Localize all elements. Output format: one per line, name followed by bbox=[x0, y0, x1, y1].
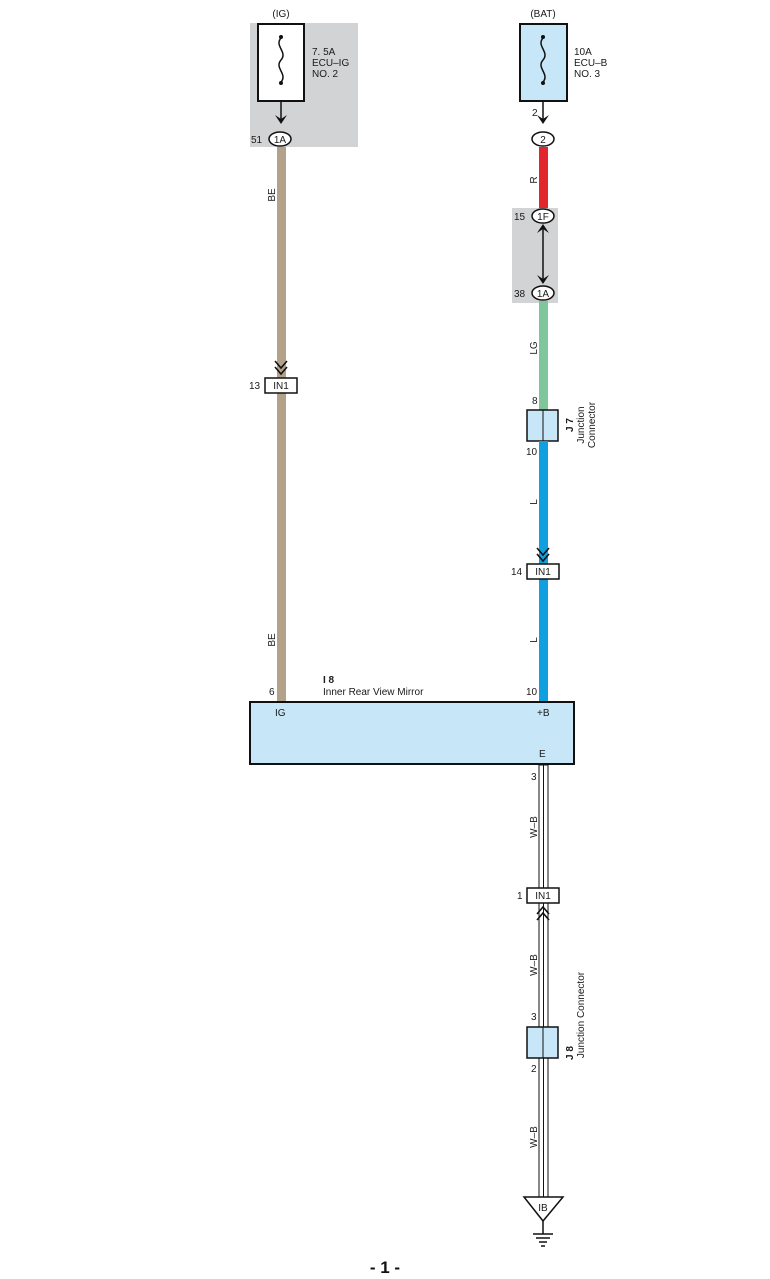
bat-power-source: (BAT) 10A ECU–B NO. 3 2 2 bbox=[519, 9, 608, 147]
bat-fuse-rating: 10A bbox=[574, 47, 592, 58]
in1-ground-pin: 1 bbox=[517, 891, 523, 902]
wire-r-label: R bbox=[529, 176, 540, 183]
connector-1a-lower-pin: 38 bbox=[514, 289, 526, 300]
ig-connector-1a bbox=[268, 131, 292, 147]
bat-connector-2 bbox=[531, 131, 555, 147]
j8-name: Junction Connector bbox=[576, 971, 587, 1058]
bat-connector-id: 2 bbox=[540, 135, 546, 146]
j7-name-line1: Junction bbox=[576, 406, 587, 443]
ig-fuse-rating: 7. 5A bbox=[312, 47, 336, 58]
wire-wb-label-1: W–B bbox=[529, 816, 540, 838]
j7-pin-bottom: 10 bbox=[526, 447, 538, 458]
j7-code: J 7 bbox=[565, 418, 576, 432]
wire-l-label-lower: L bbox=[529, 637, 540, 643]
arrow-down-icon bbox=[275, 115, 287, 124]
j8-code: J 8 bbox=[565, 1046, 576, 1060]
wire-wb bbox=[538, 764, 549, 1198]
in1-left-pin: 13 bbox=[249, 381, 261, 392]
ig-power-source: (IG) 7. 5A ECU–IG NO. 2 1A 51 bbox=[250, 9, 358, 147]
arrow-down-icon bbox=[537, 115, 549, 124]
ig-connector-id: 1A bbox=[274, 135, 287, 146]
fuse-terminal-dot bbox=[541, 81, 545, 85]
connector-1f-pin: 15 bbox=[514, 212, 526, 223]
wire-wb-label-3: W–B bbox=[529, 1126, 540, 1148]
in1-right-connector: IN1 14 bbox=[511, 547, 560, 580]
mirror-pin-e: 3 bbox=[531, 772, 537, 783]
chevron-up-icon bbox=[536, 905, 550, 921]
bat-fuse-name: ECU–B bbox=[574, 58, 608, 69]
mirror-terminal-e: E bbox=[539, 749, 546, 760]
ig-source-label: (IG) bbox=[272, 9, 289, 20]
ig-connector-pin: 51 bbox=[251, 135, 263, 146]
bat-fuse-number: NO. 3 bbox=[574, 69, 601, 80]
ig-fuse-name: ECU–IG bbox=[312, 58, 349, 69]
in1-ground-box bbox=[526, 887, 560, 904]
in1-ground-id: IN1 bbox=[535, 891, 551, 902]
in1-left-box bbox=[264, 377, 298, 394]
connector-block-1f-1a: 1F 15 1A 38 bbox=[512, 208, 558, 303]
in1-left-connector: IN1 13 bbox=[249, 360, 298, 394]
mirror-terminal-ig: IG bbox=[275, 708, 286, 719]
ground-label: IB bbox=[538, 1203, 548, 1214]
wire-r bbox=[539, 147, 548, 209]
j8-pin-bottom: 2 bbox=[531, 1064, 537, 1075]
bat-source-label: (BAT) bbox=[530, 9, 555, 20]
mirror-component-box bbox=[249, 701, 575, 765]
bat-fuse-pin: 2 bbox=[532, 108, 538, 119]
arrow-up-icon bbox=[537, 224, 549, 233]
wire-wb-label-2: W–B bbox=[529, 954, 540, 976]
in1-right-id: IN1 bbox=[535, 567, 551, 578]
mirror-pin-b: 10 bbox=[526, 687, 538, 698]
wire-l-label-upper: L bbox=[529, 499, 540, 505]
connector-1a-lower bbox=[531, 285, 555, 301]
wire-lg-label: LG bbox=[529, 341, 540, 355]
connector-1f-id: 1F bbox=[537, 212, 549, 223]
fuse-terminal-dot bbox=[541, 35, 545, 39]
j7-pin-top: 8 bbox=[532, 396, 538, 407]
junction-j7: 8 10 J 7 Junction Connector bbox=[526, 396, 598, 458]
connector-1f bbox=[531, 208, 555, 224]
in1-left-id: IN1 bbox=[273, 381, 289, 392]
chevron-down-icon bbox=[536, 547, 550, 563]
j7-name-line2: Connector bbox=[587, 401, 598, 448]
mirror-pin-ig: 6 bbox=[269, 687, 275, 698]
mirror-code: I 8 bbox=[323, 675, 335, 686]
in1-right-pin: 14 bbox=[511, 567, 523, 578]
in1-right-box bbox=[526, 563, 560, 580]
fuse-terminal-dot bbox=[279, 81, 283, 85]
junction-j8: 3 2 J 8 Junction Connector bbox=[526, 971, 587, 1075]
mirror-terminal-b: +B bbox=[537, 708, 550, 719]
inner-rear-view-mirror: I 8 Inner Rear View Mirror 6 10 IG +B E … bbox=[249, 675, 575, 783]
fuse-icon bbox=[278, 37, 284, 83]
ground-triangle bbox=[522, 1196, 565, 1223]
fuse-icon bbox=[540, 37, 546, 83]
wire-be-label-lower: BE bbox=[267, 633, 278, 647]
arrow-down-icon bbox=[537, 275, 549, 284]
j8-pin-top: 3 bbox=[531, 1012, 537, 1023]
fuse-terminal-dot bbox=[279, 35, 283, 39]
page-number: - 1 - bbox=[369, 1258, 401, 1277]
wire-be bbox=[277, 147, 286, 702]
mirror-name: Inner Rear View Mirror bbox=[323, 687, 424, 698]
wire-lg bbox=[539, 301, 548, 410]
ig-fuse-number: NO. 2 bbox=[312, 69, 339, 80]
connector-1a-lower-id: 1A bbox=[537, 289, 550, 300]
wire-be-label-upper: BE bbox=[267, 188, 278, 202]
ground-ib: IB bbox=[522, 1196, 565, 1247]
chevron-down-icon bbox=[274, 360, 288, 376]
ground-icon bbox=[533, 1233, 553, 1247]
in1-ground-connector: IN1 1 bbox=[517, 887, 560, 921]
